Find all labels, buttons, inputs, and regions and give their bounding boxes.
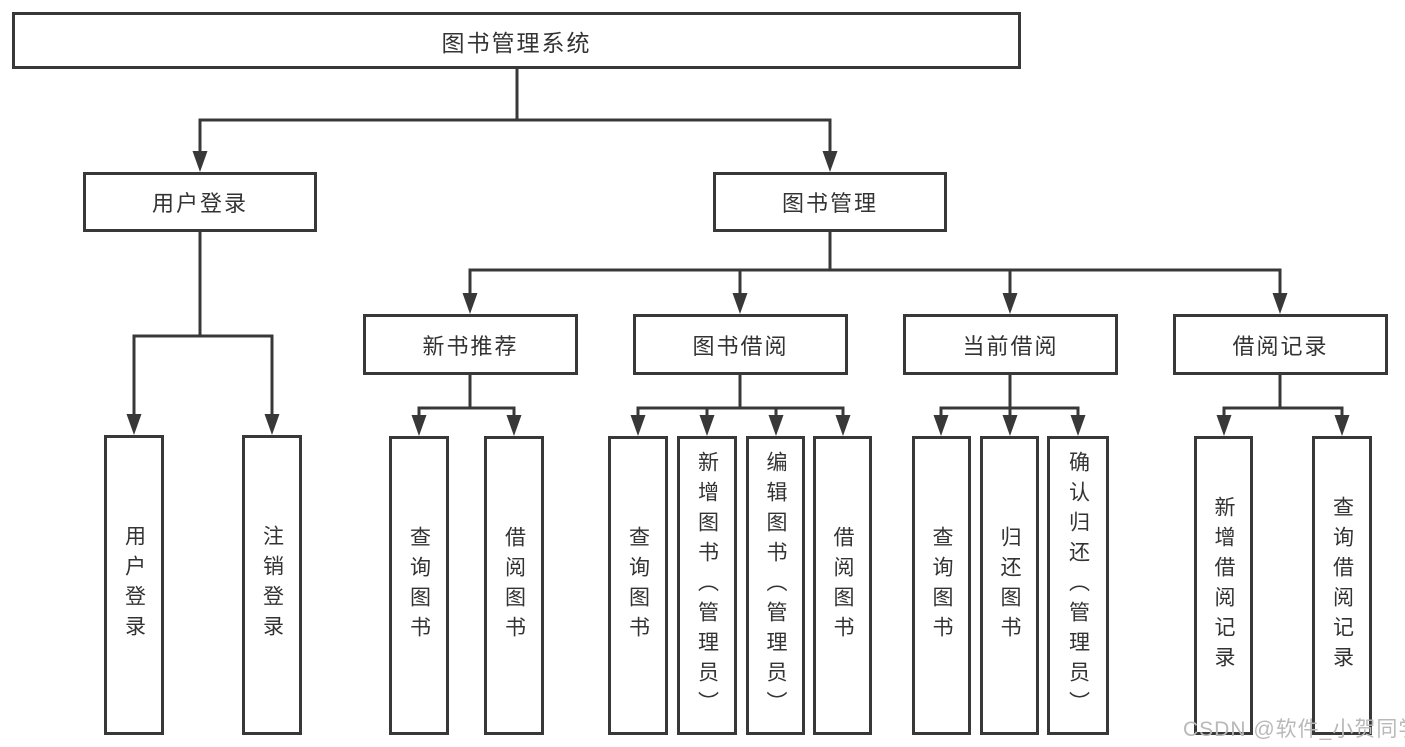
leaf-confirm-return-admin-label: 确认归还（管理员） [1066, 450, 1090, 721]
leaf-user-login-label: 用户登录 [122, 525, 146, 645]
leaf-query-book-borrowing: 查询图书 [608, 436, 668, 735]
leaf-query-borrow-record: 查询借阅记录 [1312, 436, 1372, 735]
leaf-query-borrow-record-label: 查询借阅记录 [1330, 495, 1354, 676]
leaf-query-book-recommend-label: 查询图书 [407, 525, 431, 646]
node-root-label: 图书管理系统 [441, 29, 592, 56]
node-borrowing-records-label: 借阅记录 [1232, 333, 1329, 359]
leaf-add-book-admin-label: 新增图书（管理员） [695, 450, 719, 721]
leaf-borrow-book-recommend: 借阅图书 [484, 436, 544, 735]
leaf-borrow-book-borrowing-label: 借阅图书 [831, 525, 854, 646]
node-user-login: 用户登录 [83, 172, 317, 232]
leaf-edit-book-admin: 编辑图书（管理员） [746, 436, 805, 735]
node-book-management: 图书管理 [713, 172, 947, 232]
leaf-return-book-label: 归还图书 [998, 525, 1021, 646]
node-book-management-label: 图书管理 [781, 191, 878, 216]
node-book-borrowing: 图书借阅 [633, 314, 848, 375]
leaf-query-book-recommend: 查询图书 [389, 436, 449, 735]
node-current-borrowing-label: 当前借阅 [962, 333, 1059, 359]
leaf-query-book-current-label: 查询图书 [930, 525, 953, 646]
leaf-borrow-book-recommend-label: 借阅图书 [502, 525, 526, 646]
leaf-user-login: 用户登录 [104, 435, 164, 735]
node-new-book-recommend-label: 新书推荐 [422, 333, 519, 359]
leaf-logout: 注销登录 [242, 435, 302, 735]
csdn-watermark: CSDN @软件_小贺同学 [1183, 718, 1405, 741]
leaf-return-book: 归还图书 [980, 436, 1039, 735]
node-borrowing-records: 借阅记录 [1173, 314, 1388, 375]
node-book-borrowing-label: 图书借阅 [692, 333, 789, 359]
node-current-borrowing: 当前借阅 [903, 314, 1118, 375]
leaf-logout-label: 注销登录 [260, 525, 284, 645]
node-new-book-recommend: 新书推荐 [363, 314, 578, 375]
leaf-query-book-borrowing-label: 查询图书 [626, 525, 650, 646]
leaf-confirm-return-admin: 确认归还（管理员） [1047, 436, 1109, 735]
node-root: 图书管理系统 [12, 12, 1021, 69]
leaf-add-borrow-record: 新增借阅记录 [1194, 436, 1253, 735]
leaf-query-book-current: 查询图书 [912, 436, 971, 735]
leaf-add-book-admin: 新增图书（管理员） [677, 436, 737, 735]
leaf-borrow-book-borrowing: 借阅图书 [813, 436, 872, 735]
leaf-edit-book-admin-label: 编辑图书（管理员） [764, 450, 787, 721]
node-user-login-label: 用户登录 [151, 191, 248, 216]
leaf-add-borrow-record-label: 新增借阅记录 [1212, 495, 1235, 676]
